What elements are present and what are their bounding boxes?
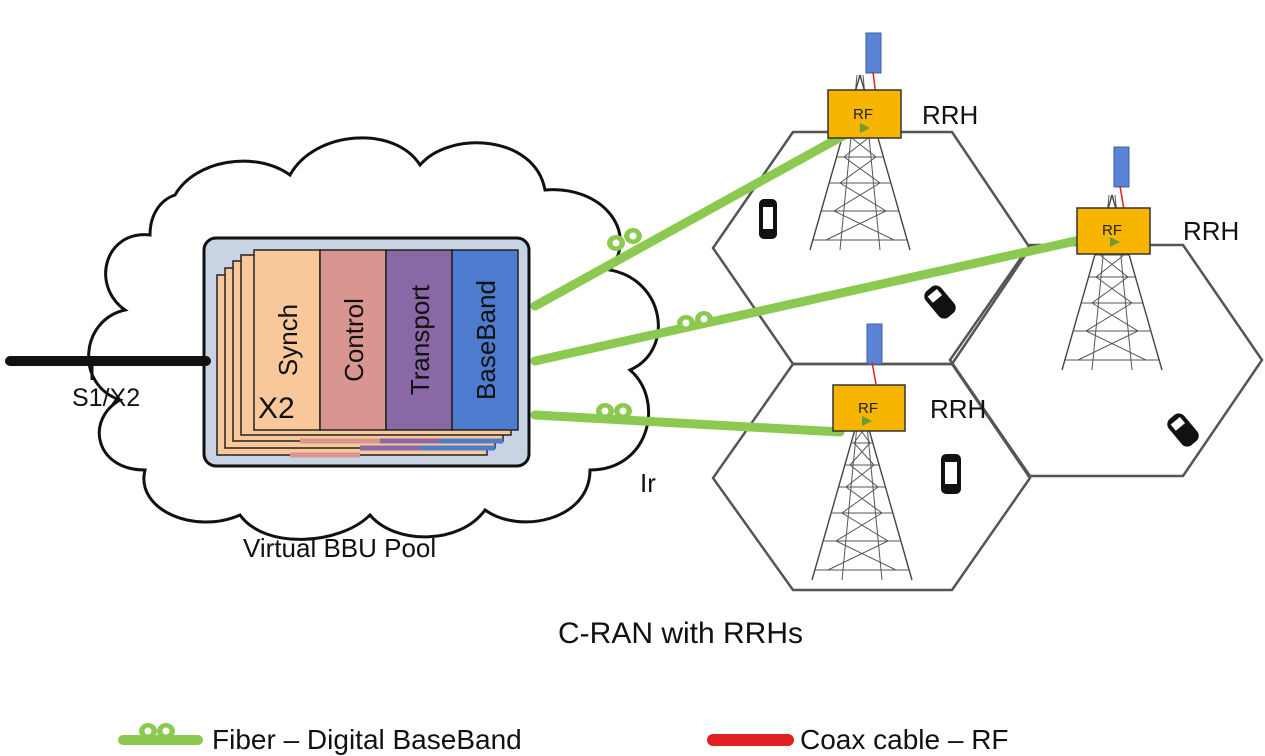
rf-box-bottom: RF xyxy=(832,384,906,432)
rrh-label-bottom: RRH xyxy=(930,394,986,424)
diagram-title: C-RAN with RRHs xyxy=(558,617,803,650)
flip-phone-icon xyxy=(924,285,956,319)
rf-label-top: RF xyxy=(853,106,873,123)
ir-label: Ir xyxy=(640,468,656,498)
rf-box-right: RF xyxy=(1076,207,1151,255)
block-synch-label: Synch xyxy=(273,304,303,376)
block-transport: Transport xyxy=(385,249,453,431)
block-baseband-label: BaseBand xyxy=(471,280,501,400)
phone-icon xyxy=(759,199,777,239)
rf-box-top: RF xyxy=(827,89,902,139)
legend-fiber: Fiber – Digital BaseBand xyxy=(118,723,522,755)
legend-coax: Coax cable – RF xyxy=(707,724,1009,755)
tower-bottom xyxy=(811,323,913,581)
flip-phone-icon xyxy=(1167,413,1199,447)
phone-icon xyxy=(941,454,961,494)
block-baseband: BaseBand xyxy=(451,249,519,431)
block-control-label: Control xyxy=(339,298,369,382)
block-transport-label: Transport xyxy=(405,284,435,395)
fiber-connector-3 xyxy=(596,403,632,419)
block-control: Control xyxy=(319,249,387,431)
x2-label: X2 xyxy=(258,392,295,425)
legend-fiber-label: Fiber – Digital BaseBand xyxy=(212,724,522,755)
rrh-label-right: RRH xyxy=(1183,216,1239,246)
legend-coax-label: Coax cable – RF xyxy=(800,724,1009,755)
rf-label-bottom: RF xyxy=(858,400,878,417)
bbu-pool-label: Virtual BBU Pool xyxy=(243,533,436,563)
hex-cell-right xyxy=(948,243,1264,478)
fiber-links xyxy=(530,128,1085,437)
tower-right xyxy=(1061,146,1163,371)
hex-cell-bottom xyxy=(711,362,1032,592)
block-synch: Synch xyxy=(253,249,321,431)
fiber-connector-1 xyxy=(607,228,642,251)
rf-label-right: RF xyxy=(1102,222,1122,239)
s1x2-label: S1/X2 xyxy=(72,384,140,412)
rrh-label-top: RRH xyxy=(922,100,978,130)
fiber-connector-2 xyxy=(677,311,713,331)
